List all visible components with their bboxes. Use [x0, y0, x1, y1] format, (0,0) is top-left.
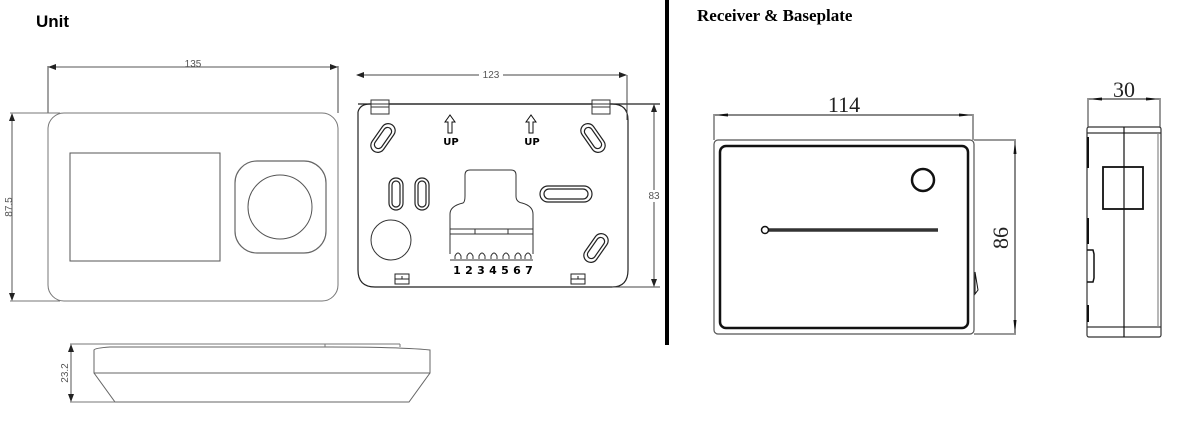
receiver-width-label: 114 — [828, 92, 860, 117]
terminal-1: 1 — [453, 264, 461, 277]
baseplate-height-label: 83 — [648, 191, 660, 202]
receiver-width-dimension: 114 — [713, 92, 974, 140]
bottom-clip-right — [570, 273, 586, 285]
top-clip-right — [591, 99, 611, 115]
up-arrow-icon — [525, 114, 537, 134]
top-clip-left — [370, 99, 390, 115]
up-label-left: UP — [443, 137, 458, 148]
receiver-depth-dimension: 30 — [1087, 77, 1161, 127]
receiver-depth-label: 30 — [1113, 77, 1135, 102]
unit-front-view — [47, 112, 339, 302]
receiver-height-label: 86 — [988, 227, 1013, 249]
receiver-section-title: Receiver & Baseplate — [697, 6, 853, 25]
terminal-block — [449, 169, 534, 261]
terminal-4: 4 — [489, 264, 497, 277]
up-arrow-icon — [444, 114, 456, 134]
unit-width-dimension: 135 — [47, 59, 339, 113]
unit-height-dimension: 87.5 — [4, 112, 60, 302]
terminal-numbers: 1 2 3 4 5 6 7 — [453, 264, 533, 277]
unit-width-label: 135 — [185, 59, 202, 70]
baseplate-width-label: 123 — [483, 70, 500, 81]
baseplate-width-dimension: 123 — [356, 69, 628, 120]
baseplate-view: UP UP — [357, 99, 660, 288]
receiver-front-view — [713, 139, 979, 335]
mounting-slots — [370, 123, 609, 263]
up-label-right: UP — [524, 137, 539, 148]
receiver-height-dimension: 86 — [974, 139, 1017, 335]
unit-side-view — [70, 343, 431, 403]
terminal-3: 3 — [477, 264, 485, 277]
unit-section-title: Unit — [36, 12, 70, 31]
unit-depth-dimension: 23.2 — [60, 344, 74, 402]
unit-height-label: 87.5 — [4, 197, 15, 217]
unit-depth-label: 23.2 — [60, 363, 71, 383]
terminal-5: 5 — [501, 264, 509, 277]
receiver-side-view — [1086, 126, 1162, 338]
terminal-7: 7 — [525, 264, 533, 277]
terminal-6: 6 — [513, 264, 521, 277]
bottom-clip-left — [394, 273, 410, 285]
baseplate-height-dimension: 83 — [612, 104, 660, 288]
terminal-2: 2 — [465, 264, 473, 277]
